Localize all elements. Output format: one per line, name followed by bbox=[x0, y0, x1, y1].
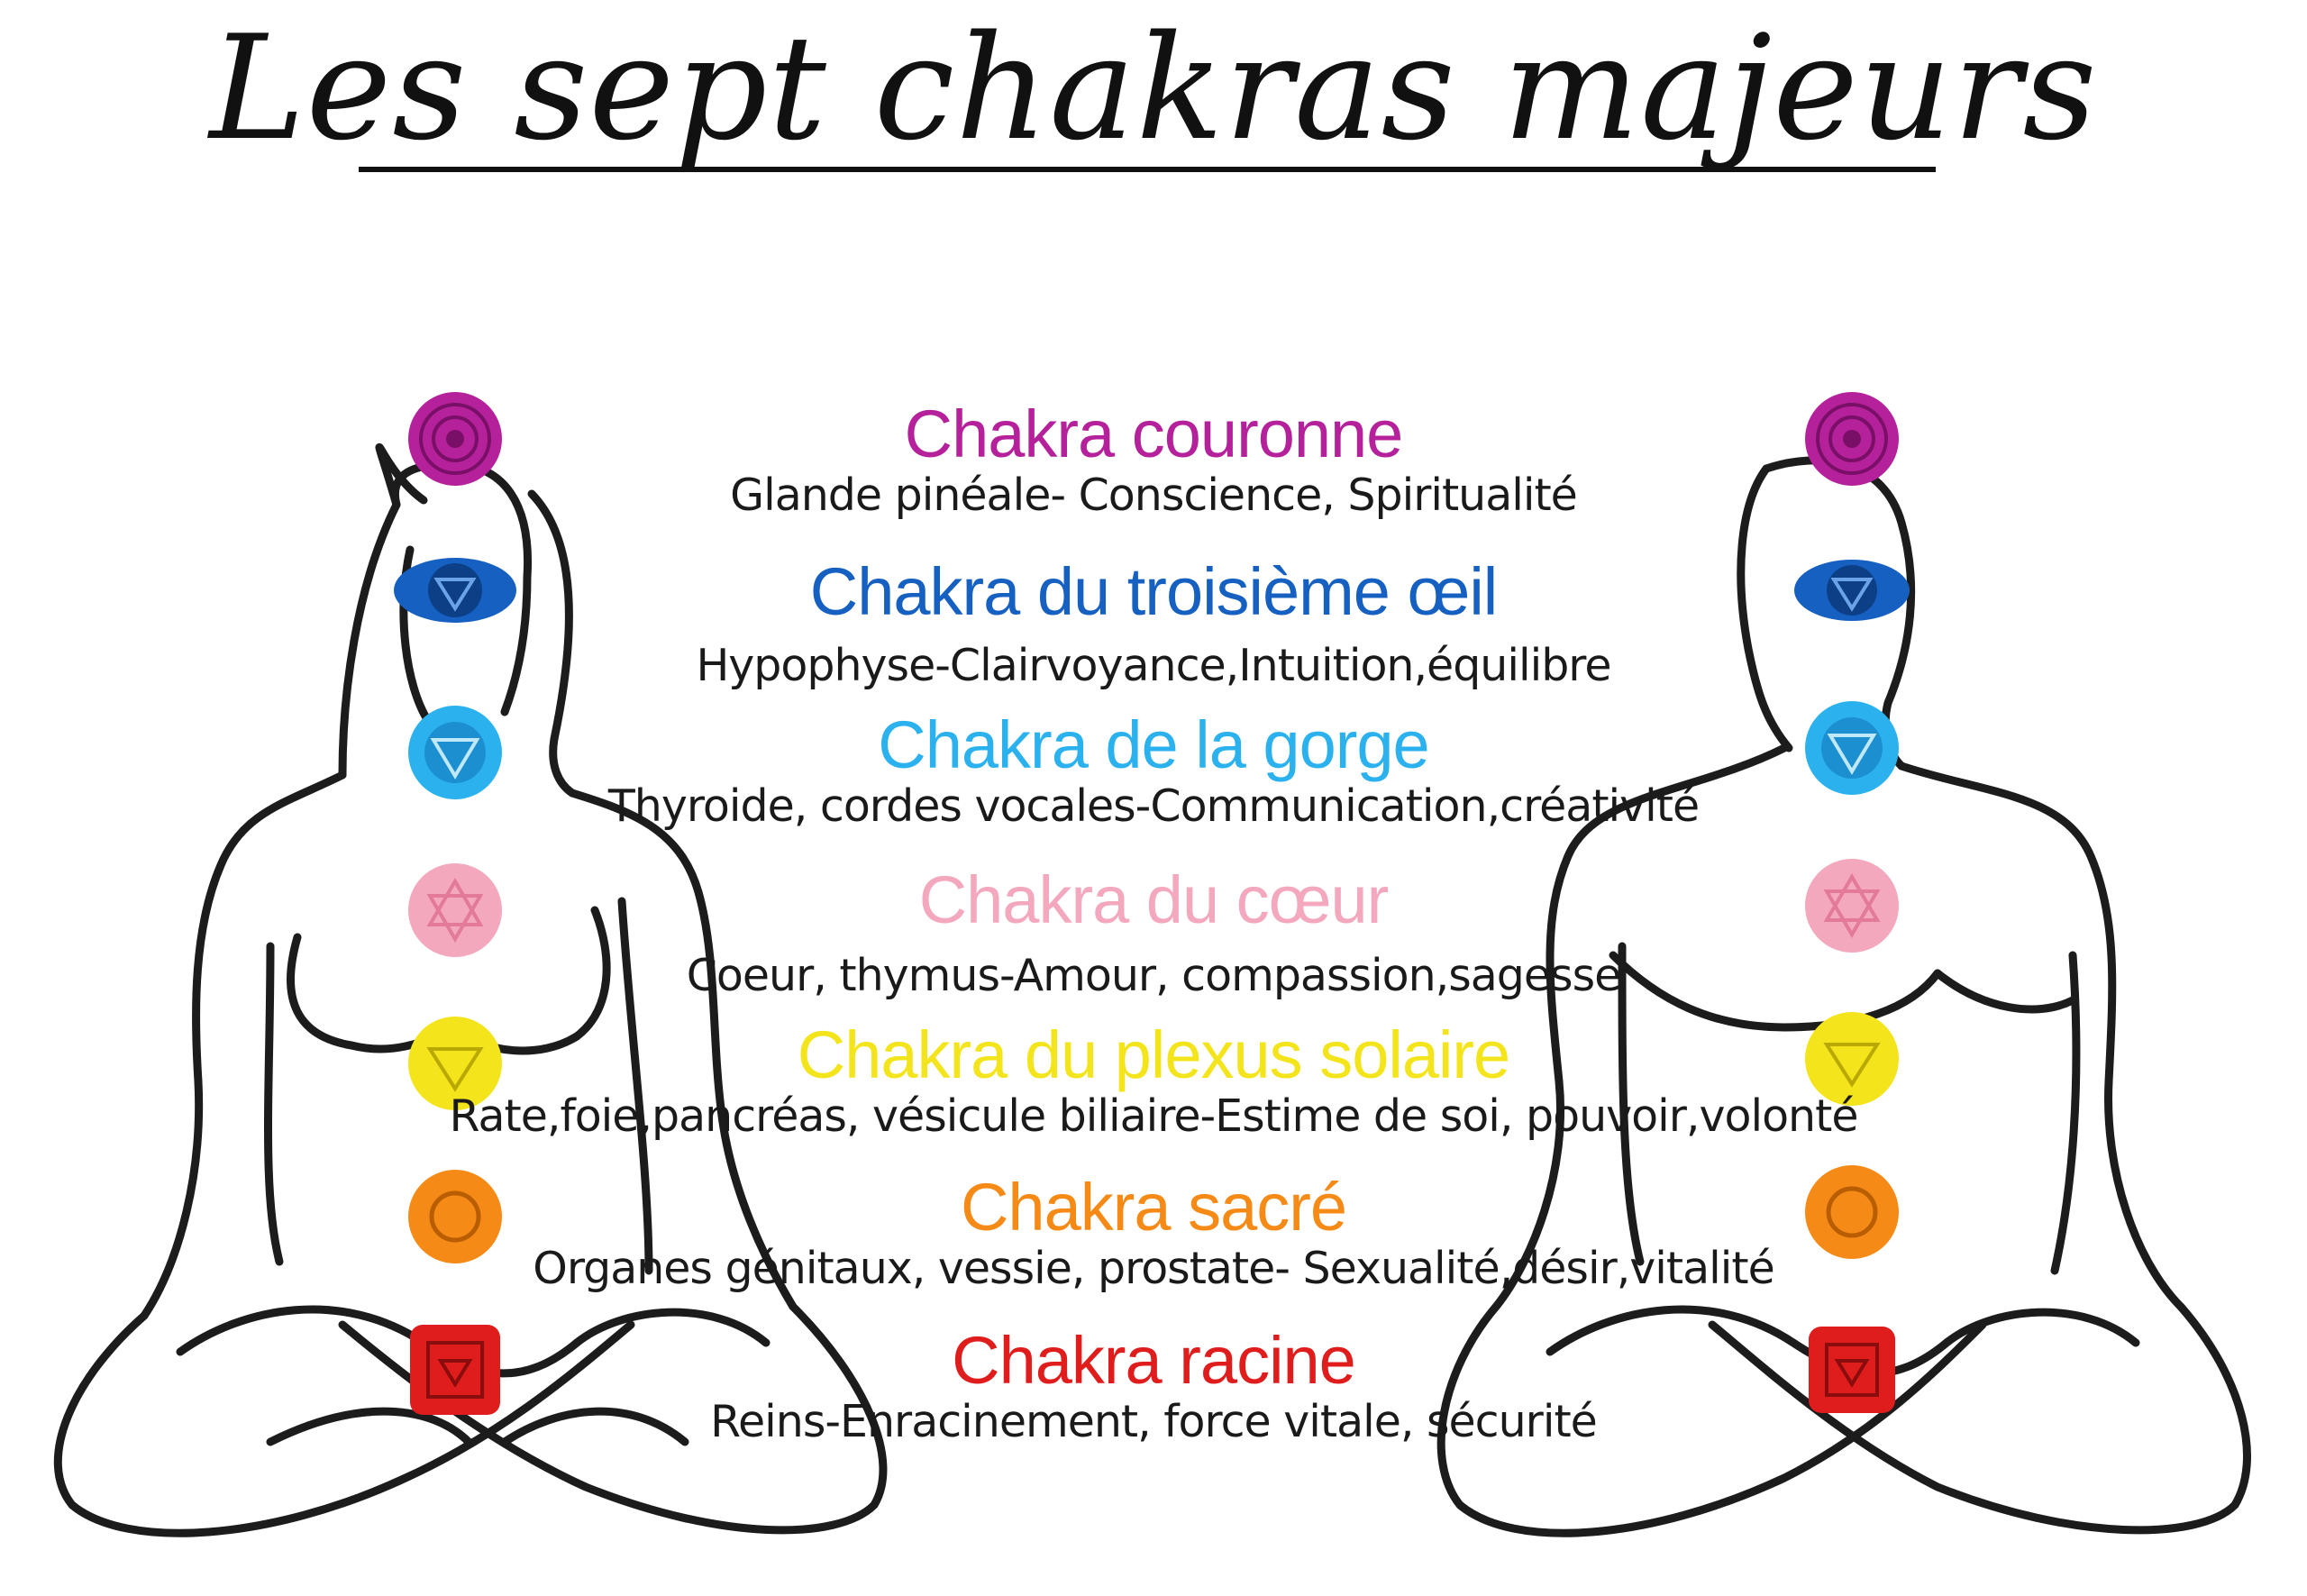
chakra-description: Hypophyse-Clairvoyance,Intuition,équilib… bbox=[696, 640, 1611, 691]
crown-chakra-icon bbox=[408, 392, 502, 486]
throat-chakra-icon bbox=[408, 706, 502, 799]
chakra-name: Chakra sacré bbox=[960, 1170, 1347, 1245]
chakra-heart: Chakra du cœur Coeur, thymus-Amour, comp… bbox=[0, 862, 2307, 1001]
throat-chakra-icon bbox=[1805, 701, 1899, 795]
chakra-crown: Chakra couronne Glande pinéale- Conscien… bbox=[0, 397, 2307, 521]
chakra-throat: Chakra de la gorge Thyroide, cordes voca… bbox=[0, 707, 2307, 832]
chakra-description: Rate,foie,pancréas, vésicule biliaire-Es… bbox=[449, 1090, 1859, 1142]
root-chakra-icon bbox=[410, 1325, 500, 1415]
sacral-chakra-icon bbox=[408, 1170, 502, 1263]
chakra-name: Chakra racine bbox=[952, 1323, 1356, 1398]
third-eye-chakra-icon bbox=[1794, 560, 1910, 621]
chakra-sacral: Chakra sacré Organes génitaux, vessie, p… bbox=[0, 1170, 2307, 1294]
chakra-name: Chakra de la gorge bbox=[878, 707, 1429, 782]
root-chakra-icon bbox=[1809, 1327, 1895, 1413]
chakra-description: Thyroide, cordes vocales-Communication,c… bbox=[607, 780, 1700, 832]
sacral-chakra-icon bbox=[1805, 1165, 1899, 1259]
solar-plexus-chakra-icon bbox=[1805, 1012, 1899, 1106]
crown-chakra-icon bbox=[1805, 392, 1899, 486]
title-underline bbox=[359, 167, 1936, 172]
chakra-name: Chakra du cœur bbox=[918, 862, 1390, 937]
page-title: Les sept chakras majeurs bbox=[209, 4, 2098, 172]
solar-plexus-chakra-icon bbox=[408, 1017, 502, 1110]
chakra-third-eye: Chakra du troisième œil Hypophyse-Clairv… bbox=[0, 554, 2307, 691]
third-eye-chakra-icon bbox=[394, 558, 516, 623]
chakra-description: Reins-Enracinement, force vitale, sécuri… bbox=[710, 1396, 1598, 1447]
chakra-icons-left bbox=[394, 392, 516, 1415]
chakra-description: Organes génitaux, vessie, prostate- Sexu… bbox=[533, 1243, 1775, 1294]
chakra-name: Chakra couronne bbox=[904, 397, 1404, 471]
chakra-icons-right bbox=[1794, 392, 1910, 1413]
chakra-name: Chakra du troisième œil bbox=[809, 554, 1498, 629]
chakra-solar-plexus: Chakra du plexus solaire Rate,foie,pancr… bbox=[0, 1017, 2307, 1142]
chakra-name: Chakra du plexus solaire bbox=[797, 1017, 1510, 1092]
heart-chakra-icon bbox=[408, 863, 502, 957]
chakra-description: Glande pinéale- Conscience, Spiritualité bbox=[730, 470, 1578, 521]
heart-chakra-icon bbox=[1805, 859, 1899, 953]
chakra-description: Coeur, thymus-Amour, compassion,sagesse bbox=[686, 950, 1622, 1001]
chakra-root: Chakra racine Reins-Enracinement, force … bbox=[0, 1323, 2307, 1447]
